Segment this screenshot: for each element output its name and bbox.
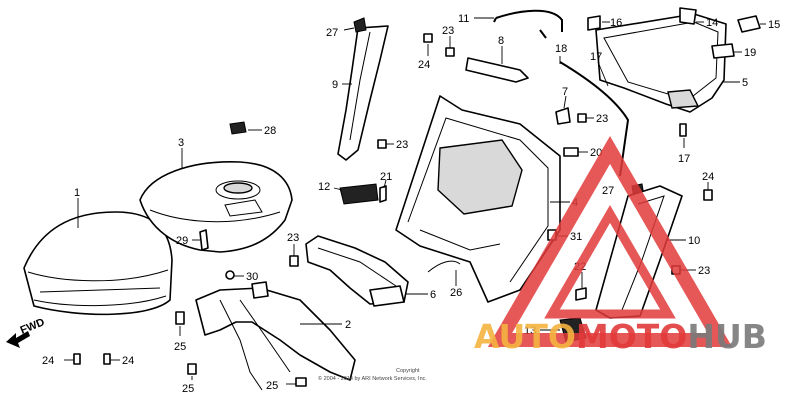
- part-16-clip: [587, 15, 601, 31]
- callout-27b: 27: [602, 185, 614, 197]
- callout-8: 8: [498, 35, 504, 47]
- callout-11: 11: [458, 13, 469, 25]
- copyright-line-1: Copyright: [396, 368, 420, 374]
- watermark-word-auto: AUTO: [474, 317, 576, 356]
- callout-5: 5: [742, 77, 748, 89]
- part-6-stay-bracket: [305, 235, 409, 307]
- callout-25b: 25: [182, 383, 194, 395]
- leader-21: [383, 179, 387, 189]
- part-11-cable: [493, 9, 563, 39]
- part-25-bolt-c: [295, 377, 307, 387]
- watermark-logo: [487, 136, 733, 347]
- callout-24a: 24: [42, 355, 54, 367]
- part-2-front-fender: [195, 281, 356, 391]
- callout-12: 12: [318, 181, 330, 193]
- part-7-stay: [555, 107, 571, 125]
- part-30-nut: [225, 270, 235, 280]
- part-15-lock: [737, 15, 761, 33]
- callout-17b: 17: [678, 153, 690, 165]
- part-1-front-cover: [23, 211, 173, 316]
- callout-1: 1: [74, 187, 80, 199]
- leader-17a: [597, 61, 609, 87]
- copyright-line-2: © 2004 - 2014 by ARI Network Services, I…: [318, 375, 427, 382]
- part-23-bolt-b: [377, 139, 387, 149]
- callout-23a: 23: [287, 232, 299, 244]
- callout-18: 18: [555, 43, 567, 55]
- part-23-bolt-d: [577, 113, 587, 123]
- part-22-clip: [575, 287, 587, 301]
- leader-27a: [343, 27, 355, 31]
- watermark-word-hub: HUB: [687, 317, 767, 356]
- part-24-screw-d: [703, 189, 713, 201]
- part-24-screw-c: [423, 33, 433, 43]
- part-21-clip: [379, 185, 387, 203]
- part-4-inner-box: [395, 95, 561, 303]
- callout-25c: 25: [266, 380, 278, 392]
- callout-26: 26: [450, 287, 462, 299]
- callout-10: 10: [688, 235, 700, 247]
- part-26-harness: [427, 260, 461, 273]
- part-18-rod: [559, 61, 630, 177]
- callout-28: 28: [264, 125, 276, 137]
- callout-24b: 24: [122, 355, 134, 367]
- watermark-triangle-outer: [487, 136, 733, 347]
- callout-23c: 23: [442, 25, 454, 37]
- part-17-pin: [679, 123, 687, 137]
- part-23-bolt-a: [289, 255, 299, 267]
- callout-2: 2: [345, 319, 351, 331]
- part-14-hinge: [679, 7, 697, 25]
- watermark-text: AUTOMOTOHUB: [474, 317, 767, 356]
- callout-31: 31: [570, 231, 582, 243]
- callout-16: 16: [610, 17, 622, 29]
- callout-23d: 23: [596, 113, 608, 125]
- part-28-clip: [229, 121, 247, 135]
- part-24-screw-b: [103, 353, 111, 365]
- callout-15: 15: [768, 19, 780, 31]
- callout-25a: 25: [174, 341, 186, 353]
- callout-23e: 23: [698, 265, 710, 277]
- part-25-bolt-b: [187, 363, 197, 375]
- part-8-handle: [465, 57, 529, 83]
- part-20-pad: [563, 147, 579, 157]
- watermark-word-moto: MOTO: [576, 317, 687, 356]
- part-12-switch: [339, 183, 379, 205]
- part-27-clip-a: [353, 17, 367, 33]
- part-29-bolt: [199, 229, 209, 251]
- watermark-triangle-inner: [544, 205, 676, 319]
- part-3-handlebar-cover: [139, 161, 293, 253]
- callout-3: 3: [178, 137, 184, 149]
- part-24-screw-a: [73, 353, 81, 365]
- part-25-bolt-a: [175, 311, 185, 325]
- callout-17a: 17: [590, 51, 602, 63]
- callout-14: 14: [706, 17, 718, 29]
- callout-21: 21: [380, 171, 392, 183]
- callout-24d: 24: [702, 171, 714, 183]
- callout-23b: 23: [396, 139, 408, 151]
- callout-30: 30: [246, 271, 258, 283]
- callout-7: 7: [562, 86, 568, 98]
- callout-9: 9: [332, 79, 338, 91]
- part-9-side-molding: [337, 25, 389, 161]
- part-5-lid: [595, 13, 727, 113]
- fwd-label: FWD: [19, 316, 47, 337]
- callout-27a: 27: [326, 27, 338, 39]
- callout-19: 19: [744, 47, 756, 59]
- leader-7: [563, 95, 567, 109]
- part-23-bolt-c: [445, 47, 455, 57]
- callout-29: 29: [176, 235, 188, 247]
- part-19-label: [711, 43, 735, 59]
- fwd-arrow-icon: [6, 331, 30, 348]
- callout-24c: 24: [418, 59, 430, 71]
- leader-12: [333, 187, 343, 191]
- callout-6: 6: [430, 289, 436, 301]
